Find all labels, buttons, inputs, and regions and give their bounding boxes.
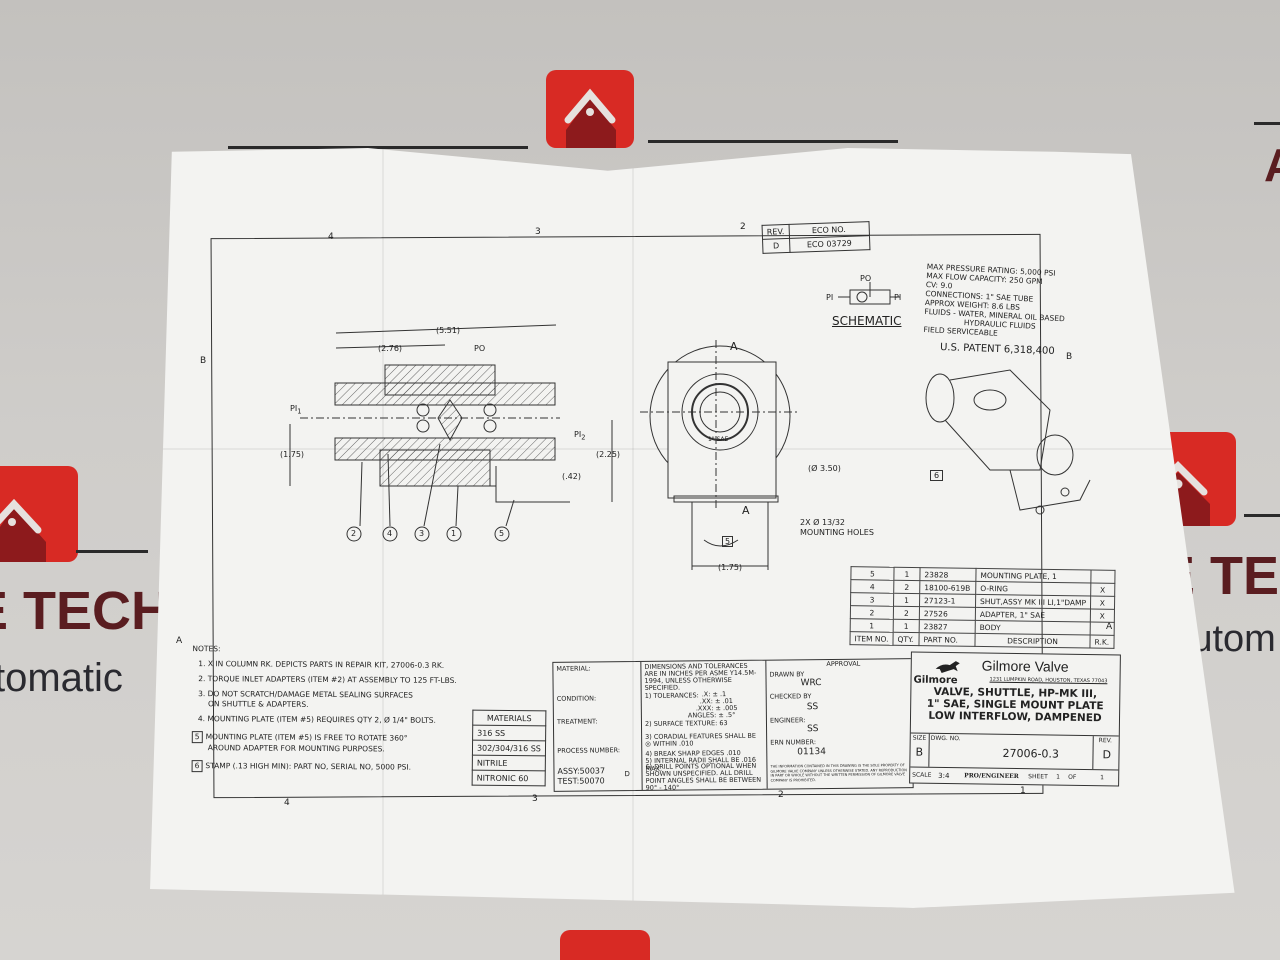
note-item: ON SHUTTLE & ADAPTERS. bbox=[208, 699, 309, 709]
dim-overall: (5.51) bbox=[436, 326, 461, 335]
bill-of-materials: 5 1 23828 MOUNTING PLATE, 1 4 2 18100-61… bbox=[849, 566, 1115, 649]
mounting-holes-dim: 2X Ø 13/32 bbox=[800, 518, 846, 527]
cad-software: PRO/ENGINEER bbox=[964, 772, 1019, 781]
specifications: MAX PRESSURE RATING: 5,000 PSI MAX FLOW … bbox=[923, 262, 1067, 341]
revision-value: D bbox=[1102, 748, 1112, 762]
balloon-2: 2 bbox=[351, 529, 357, 538]
zone-bottom-4: 4 bbox=[284, 798, 290, 808]
brand-rule bbox=[648, 140, 898, 143]
rev-value: D bbox=[762, 238, 790, 254]
zone-top-3: 3 bbox=[535, 227, 541, 237]
end-view bbox=[640, 340, 800, 570]
material-row: 302/304/316 SS bbox=[472, 740, 546, 756]
zone-top-4: 4 bbox=[328, 232, 334, 242]
brand-tagline-left: tomatic bbox=[0, 656, 123, 700]
brand-logo-bottom bbox=[560, 930, 650, 960]
brand-logo-top bbox=[546, 70, 634, 148]
brand-rule bbox=[1254, 122, 1280, 125]
schematic-po: PO bbox=[860, 274, 872, 283]
house-icon bbox=[0, 498, 46, 562]
eco-value: ECO 03729 bbox=[789, 235, 870, 253]
port-label: 1" SAE bbox=[708, 436, 729, 443]
dim-height-left: (1.75) bbox=[280, 450, 305, 459]
material-row: NITRONIC 60 bbox=[472, 770, 546, 786]
brand-name-left: E TECH bbox=[0, 581, 171, 641]
zone-side-a-right: A bbox=[1106, 622, 1113, 632]
note-item: 2. TORQUE INLET ADAPTERS (ITEM #2) AT AS… bbox=[198, 674, 457, 685]
company-brand: Gilmore bbox=[913, 674, 958, 687]
brand-rule bbox=[76, 550, 148, 553]
zone-side-b-right: B bbox=[1066, 352, 1073, 362]
dim-diameter: (Ø 3.50) bbox=[808, 464, 841, 473]
balloon-5: 5 bbox=[499, 529, 505, 538]
note-item: 1. X IN COLUMN RK. DEPICTS PARTS IN REPA… bbox=[198, 659, 445, 670]
rotate-note-flag: 5 bbox=[722, 536, 734, 547]
spec-approval-block: MATERIAL: CONDITION: TREATMENT: PROCESS … bbox=[552, 658, 914, 792]
material-column: MATERIAL: CONDITION: TREATMENT: PROCESS … bbox=[553, 661, 643, 791]
revision-table: REV. ECO NO. D ECO 03729 bbox=[762, 221, 871, 254]
zone-side-b-left: B bbox=[200, 356, 207, 366]
scale-row: SCALE 3:4 PRO/ENGINEER SHEET 1 OF 1 bbox=[910, 766, 1119, 788]
mounting-holes-label: MOUNTING HOLES bbox=[800, 528, 874, 537]
horse-logo-icon bbox=[935, 661, 960, 673]
balloon-4: 4 bbox=[387, 529, 393, 538]
drawing-number: 27006-0.3 bbox=[1002, 746, 1060, 761]
scale-value: 3:4 bbox=[938, 771, 950, 781]
balloon-3: 3 bbox=[419, 529, 425, 538]
section-view bbox=[289, 324, 613, 542]
material-row: NITRILE bbox=[472, 755, 546, 771]
materials-table: MATERIALS 316 SS 302/304/316 SS NITRILE … bbox=[472, 710, 547, 787]
drawing-description: VALVE, SHUTTLE, HP-MK III, 1" SAE, SINGL… bbox=[926, 685, 1104, 725]
fold-line bbox=[382, 148, 384, 908]
note-item: 4. MOUNTING PLATE (ITEM #5) REQUIRES QTY… bbox=[197, 714, 437, 725]
dim-plate: (.42) bbox=[562, 472, 581, 481]
brand-logo-left bbox=[0, 466, 78, 562]
rev-header: REV. bbox=[762, 224, 790, 240]
schematic-pi-left: PI bbox=[826, 293, 834, 302]
notes-title: NOTES: bbox=[192, 644, 221, 654]
dim-half: (2.76) bbox=[378, 344, 403, 353]
dwg-number-row: SIZE B DWG. NO. 27006-0.3 REV. D bbox=[910, 732, 1119, 770]
section-marker-top: A bbox=[730, 340, 738, 353]
isometric-view bbox=[925, 369, 1091, 515]
schematic-label: SCHEMATIC bbox=[832, 314, 902, 328]
materials-header: MATERIALS bbox=[472, 710, 546, 726]
brand-partial-top-right: A bbox=[1264, 138, 1280, 192]
label-pi2: PI2 bbox=[574, 430, 586, 442]
zone-bottom-1: 1 bbox=[1020, 786, 1026, 796]
size-value: B bbox=[915, 745, 924, 759]
brand-rule bbox=[1244, 514, 1280, 517]
schematic-pi-right: PI bbox=[894, 293, 902, 302]
zone-top-2: 2 bbox=[740, 222, 746, 232]
zone-bottom-2: 2 bbox=[778, 790, 784, 800]
company-name: Gilmore Valve bbox=[981, 657, 1069, 675]
drawing-notes: NOTES: 1. X IN COLUMN RK. DEPICTS PARTS … bbox=[191, 644, 457, 774]
balloon-1: 1 bbox=[451, 529, 457, 538]
zone-side-a-left: A bbox=[176, 636, 183, 646]
tolerance-column: DIMENSIONS AND TOLERANCES ARE IN INCHES … bbox=[641, 660, 768, 792]
schematic-symbol bbox=[838, 282, 900, 305]
plate-width: (1.75) bbox=[718, 563, 743, 572]
iso-note-flag: 6 bbox=[930, 470, 944, 481]
fold-line bbox=[632, 148, 634, 908]
label-po: PO bbox=[474, 344, 486, 353]
company-address: 1231 LUMPKIN ROAD, HOUSTON, TEXAS 77043 bbox=[989, 676, 1108, 685]
approval-column: APPROVAL DRAWN BY WRC CHECKED BY SS ENGI… bbox=[769, 659, 907, 783]
house-icon bbox=[564, 88, 616, 148]
brand-rule bbox=[228, 146, 528, 149]
dim-height-right: (2.25) bbox=[596, 450, 621, 459]
title-block: Gilmore Valve Gilmore 1231 LUMPKIN ROAD,… bbox=[909, 651, 1121, 788]
material-row: 316 SS bbox=[472, 725, 546, 741]
label-pi1: PI1 bbox=[290, 404, 302, 416]
note-flag-5-cont: AROUND ADAPTER FOR MOUNTING PURPOSES. bbox=[207, 743, 385, 754]
section-marker-bottom: A bbox=[742, 504, 750, 517]
rev-triangle: D bbox=[624, 770, 630, 779]
zone-bottom-3: 3 bbox=[532, 794, 538, 804]
